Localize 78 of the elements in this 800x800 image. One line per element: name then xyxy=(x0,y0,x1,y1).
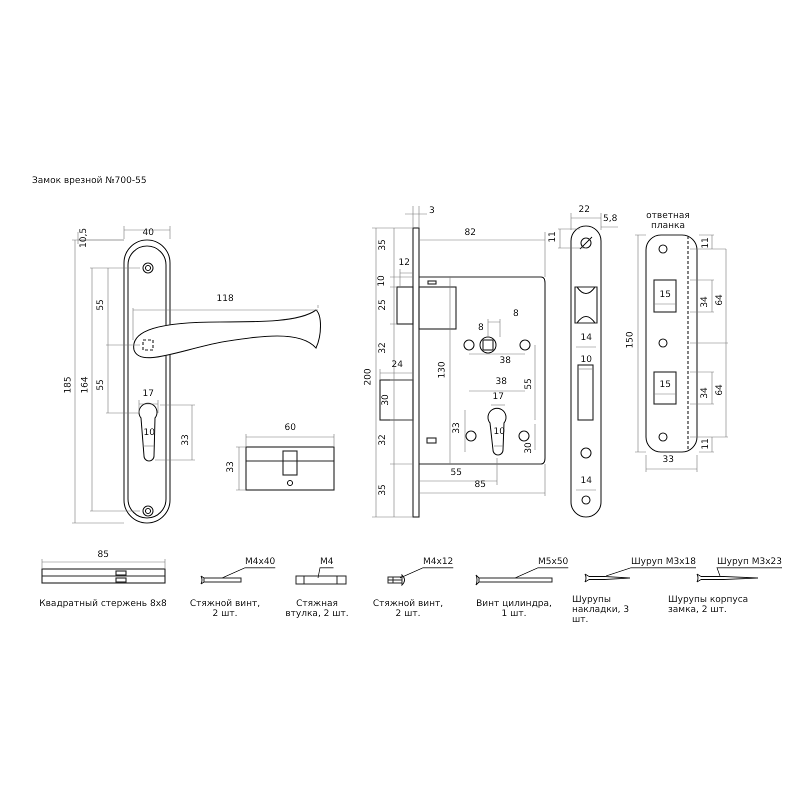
dimension-value: 55 xyxy=(96,379,106,391)
dimension-value: 34 xyxy=(700,296,710,308)
dimension-value: 35 xyxy=(378,239,388,251)
wood-screw-drawing xyxy=(695,573,759,583)
dimension-value: 40 xyxy=(142,229,154,239)
dimension-value: 33 xyxy=(662,456,674,466)
dimension-value: 14 xyxy=(580,334,592,344)
sleeve-drawing xyxy=(295,574,347,586)
dimension-value: 10 xyxy=(580,356,592,366)
dimension-value: 12 xyxy=(398,259,410,269)
dimension-value: 5,8 xyxy=(603,215,618,225)
leader-line xyxy=(716,567,782,576)
part-caption: Стяжной винт, 2 шт. xyxy=(188,600,262,620)
part-caption: Стяжной винт, 2 шт. xyxy=(372,600,444,620)
wood-screw-drawing xyxy=(583,573,631,583)
dimension-value: 25 xyxy=(378,299,388,311)
dimension-value: 17 xyxy=(492,393,504,403)
dimension-value: 32 xyxy=(378,434,388,446)
dimension-value: 15 xyxy=(660,291,671,301)
leader-line xyxy=(606,567,696,576)
dimension-value: 82 xyxy=(464,229,476,239)
dimension-value: 34 xyxy=(700,387,710,399)
dimension-value: 10 xyxy=(377,275,388,287)
part-title: ответная планка xyxy=(645,212,691,232)
dimension-value: 15 xyxy=(660,381,671,391)
part-label: Шуруп M3x23 xyxy=(717,557,782,567)
screw-drawing xyxy=(199,575,243,585)
dimension-value: 118 xyxy=(216,295,234,305)
leader-line xyxy=(400,567,454,578)
leader-line xyxy=(222,567,276,578)
dimension-value: 10,5 xyxy=(80,228,90,248)
dimension-value: 14 xyxy=(580,477,592,487)
part-label: M5x50 xyxy=(538,557,568,567)
part-label: M4x40 xyxy=(245,557,276,567)
dimension-value: 30 xyxy=(381,394,392,406)
dimension-value: 64 xyxy=(715,384,726,396)
leader-line xyxy=(318,567,334,578)
drawing-title: Замок врезной №700-55 xyxy=(32,177,147,187)
dimension-value: 185 xyxy=(64,376,74,394)
dimension-value: 17 xyxy=(142,390,154,400)
part-caption: Винт цилиндра, 1 шт. xyxy=(475,600,553,620)
dimension-value: 8 xyxy=(478,324,484,334)
dimension-value: 33 xyxy=(226,461,236,473)
dimension-value: 130 xyxy=(438,361,448,379)
dimension-value: 85 xyxy=(474,481,486,491)
dimension-value: 24 xyxy=(392,361,403,371)
dimension-value: 35 xyxy=(378,484,388,496)
part-label: M4 xyxy=(320,557,334,567)
dimension-value: 55 xyxy=(450,469,462,479)
dimension-value: 30 xyxy=(524,442,534,454)
dimension-value: 11 xyxy=(701,237,712,249)
dimension-value: 38 xyxy=(500,357,511,367)
dimension-value: 8 xyxy=(513,310,519,320)
leader-line xyxy=(514,567,569,578)
screw-drawing xyxy=(387,574,407,586)
part-caption: Квадратный стержень 8x8 xyxy=(38,600,168,610)
part-caption: Шурупы корпуса замка, 2 шт. xyxy=(668,596,750,616)
dimension-value: 150 xyxy=(626,331,636,349)
dimension-value: 3 xyxy=(429,207,435,217)
dimension-value: 55 xyxy=(96,299,106,311)
dimension-value: 38 xyxy=(496,378,507,388)
dimension-value: 33 xyxy=(181,434,192,446)
dimension-value: 11 xyxy=(701,438,712,450)
dimension-value: 33 xyxy=(452,422,462,434)
part-label: M4x12 xyxy=(423,557,454,567)
dimension-value: 55 xyxy=(524,378,534,390)
part-label: Шуруп M3x18 xyxy=(631,557,696,567)
dimension-value: 85 xyxy=(98,551,109,561)
dimension-value: 32 xyxy=(378,342,388,354)
dimension-value: 164 xyxy=(81,376,92,394)
part-caption: Шурупы накладки, 3 шт. xyxy=(572,596,630,626)
part-caption: Стяжная втулка, 2 шт. xyxy=(284,600,350,620)
dimension-value: 64 xyxy=(715,294,726,306)
dimension-value: 60 xyxy=(284,424,296,434)
screw-drawing xyxy=(474,574,554,586)
dimension-value: 200 xyxy=(364,368,374,386)
dimension-value: 11 xyxy=(548,231,558,243)
dimension-value: 22 xyxy=(578,206,590,216)
